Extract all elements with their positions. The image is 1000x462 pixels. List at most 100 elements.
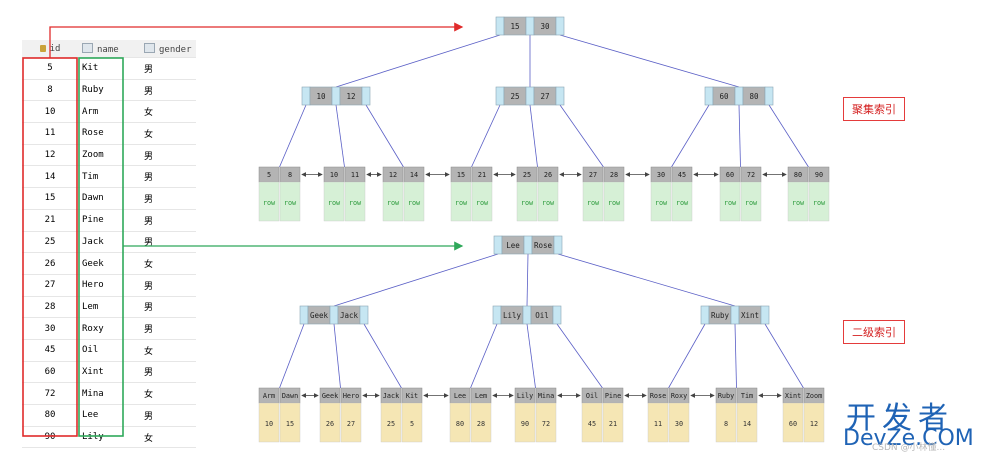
leaf-key-label: Lem xyxy=(475,392,487,400)
cell-gender: 女 xyxy=(138,100,196,124)
cell-gender: 男 xyxy=(138,361,196,384)
key-label: Jack xyxy=(340,311,359,320)
pointer-cell xyxy=(730,305,740,325)
pointer-cell xyxy=(331,86,341,106)
cell-gender: 男 xyxy=(138,144,196,167)
cell-gender: 女 xyxy=(138,252,196,275)
leaf-key-label: 27 xyxy=(589,171,597,179)
leaf-value-cell xyxy=(803,402,825,443)
leaf-key-label: Mina xyxy=(538,392,554,400)
cell-gender: 女 xyxy=(138,382,196,405)
leaf-key-label: Kit xyxy=(406,392,418,400)
leaf-value-cell xyxy=(382,181,404,222)
leaf-value-label: 5 xyxy=(410,420,414,428)
pointer-cell xyxy=(764,86,774,106)
cell-gender: 男 xyxy=(138,317,196,340)
watermark-title: 开发者 xyxy=(846,401,954,436)
pointer-cell xyxy=(555,16,565,36)
leaf-value-label: row xyxy=(408,199,421,207)
clustered-edge xyxy=(529,104,538,168)
watermark-credit: CSDN @小林懂... xyxy=(872,443,946,453)
key-label: Oil xyxy=(535,311,549,320)
clustered-edge xyxy=(559,104,604,168)
leaf-value-cell xyxy=(740,181,762,222)
leaf-value-cell xyxy=(715,402,737,443)
leaf-value-label: 14 xyxy=(743,420,751,428)
leaf-value-label: 72 xyxy=(542,420,550,428)
leaf-value-cell xyxy=(537,181,559,222)
leaf-value-cell xyxy=(279,181,301,222)
leaf-key-label: 25 xyxy=(523,171,531,179)
leaf-value-label: 90 xyxy=(521,420,529,428)
leaf-value-label: row xyxy=(455,199,468,207)
leaf-value-cell xyxy=(787,181,809,222)
leaf-value-cell xyxy=(647,402,669,443)
leaf-value-cell xyxy=(401,402,423,443)
leaf-value-cell xyxy=(514,402,536,443)
key-icon xyxy=(39,44,46,52)
leaf-value-cell xyxy=(668,402,690,443)
leaf-key-label: Roxy xyxy=(671,392,687,400)
pointer-cell xyxy=(525,16,535,36)
pointer-cell xyxy=(700,305,710,325)
secondary-edge xyxy=(333,323,341,389)
pointer-cell xyxy=(760,305,770,325)
clustered-edge xyxy=(279,104,307,168)
leaf-key-label: 72 xyxy=(747,171,755,179)
key-label: 15 xyxy=(510,22,519,31)
cell-gender: 男 xyxy=(138,274,196,297)
leaf-key-label: 8 xyxy=(288,171,292,179)
leaf-key-label: 80 xyxy=(794,171,802,179)
tree-edges xyxy=(279,34,809,389)
leaf-value-cell xyxy=(380,402,402,443)
leaf-value-label: row xyxy=(328,199,341,207)
secondary-root-edge xyxy=(526,253,529,307)
leaf-value-cell xyxy=(671,181,693,222)
leaf-value-label: 27 xyxy=(347,420,355,428)
cell-gender: 女 xyxy=(138,339,196,362)
leaf-key-label: Dawn xyxy=(282,392,298,400)
leaf-value-label: 10 xyxy=(265,420,273,428)
cell-gender: 男 xyxy=(138,79,196,102)
cell-gender: 男 xyxy=(138,296,196,319)
pointer-cell xyxy=(495,16,505,36)
leaf-value-cell xyxy=(258,402,280,443)
leaf-key-label: Jack xyxy=(383,392,399,400)
leaf-value-cell xyxy=(736,402,758,443)
clustered-edge xyxy=(738,104,741,168)
leaf-value-label: 30 xyxy=(675,420,683,428)
leaf-value-label: 45 xyxy=(588,420,596,428)
leaf-value-label: 80 xyxy=(456,420,464,428)
leaf-key-label: Arm xyxy=(263,392,275,400)
leaf-value-cell xyxy=(340,402,362,443)
leaf-key-label: Xint xyxy=(785,392,801,400)
pointer-cell xyxy=(301,86,311,106)
leaf-value-label: row xyxy=(476,199,489,207)
leaf-value-label: 21 xyxy=(609,420,617,428)
leaf-value-label: 15 xyxy=(286,420,294,428)
watermark-brand: DevZe.COM xyxy=(843,426,974,451)
leaf-value-cell xyxy=(323,181,345,222)
leaf-value-cell xyxy=(650,181,672,222)
leaf-key-label: Rose xyxy=(650,392,666,400)
key-label: Geek xyxy=(310,311,329,320)
pointer-cell xyxy=(329,305,339,325)
secondary-edge xyxy=(764,323,804,389)
leaf-value-label: row xyxy=(521,199,534,207)
key-label: 12 xyxy=(346,92,355,101)
leaf-value-label: 11 xyxy=(654,420,662,428)
leaf-value-label: row xyxy=(387,199,400,207)
